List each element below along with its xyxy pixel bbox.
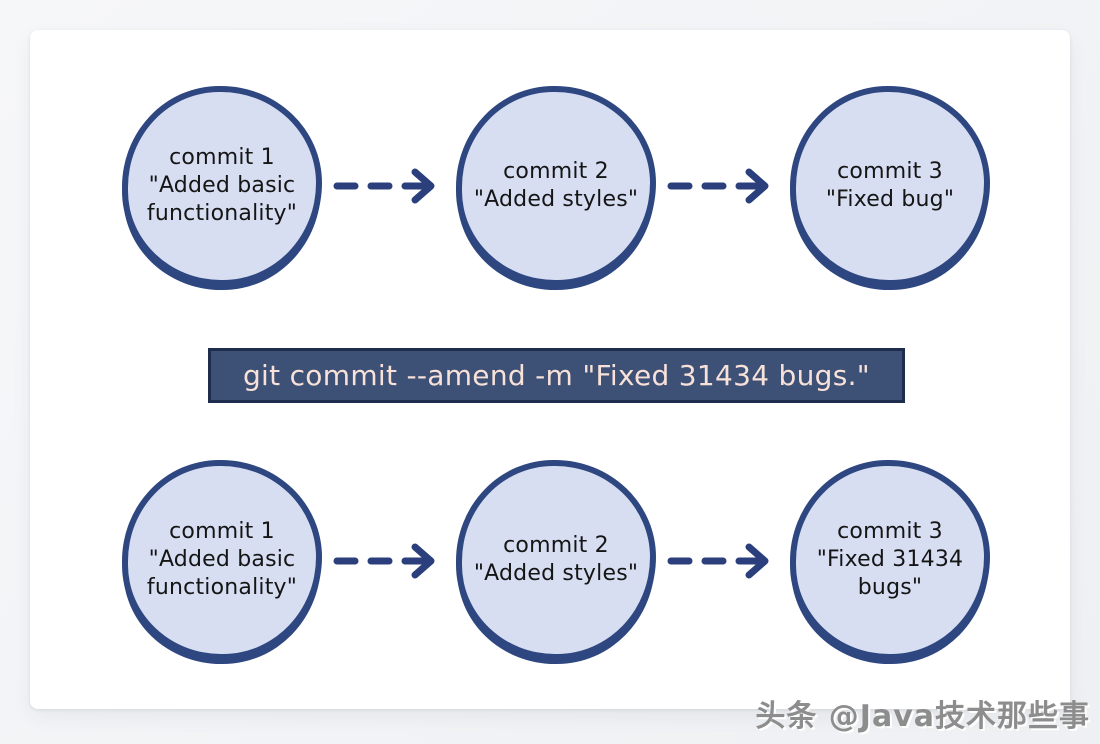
git-command-box: git commit --amend -m "Fixed 31434 bugs.… <box>208 348 905 403</box>
commit-label: commit 2 "Added styles" <box>462 532 650 588</box>
commit-name: commit 1 <box>169 518 275 544</box>
dashed-arrow-icon <box>333 168 435 204</box>
commit-node-after-2: commit 2 "Added styles" <box>456 460 656 660</box>
commit-message: "Added styles" <box>473 187 639 212</box>
commit-message: "Fixed bug" <box>825 187 955 212</box>
commit-name: commit 2 <box>503 158 609 184</box>
commit-node-before-1: commit 1"Added basic functionality" <box>122 86 322 286</box>
commit-message: "Fixed 31434 bugs" <box>816 546 964 601</box>
watermark-text: 头条 @Java技术那些事 <box>755 699 1090 734</box>
commit-name: commit 3 <box>837 518 943 544</box>
commit-label: commit 1"Added basic functionality" <box>128 518 316 602</box>
commit-message: "Added styles" <box>473 561 639 586</box>
commit-name: commit 2 <box>503 532 609 558</box>
commit-node-after-3: commit 3"Fixed 31434 bugs" <box>790 460 990 660</box>
commit-message: "Added basic functionality" <box>146 172 298 227</box>
dashed-arrow-icon <box>667 543 769 579</box>
git-command-text: git commit --amend -m "Fixed 31434 bugs.… <box>242 359 870 392</box>
dashed-arrow-icon <box>667 168 769 204</box>
commit-label: commit 3"Fixed 31434 bugs" <box>796 518 984 602</box>
commit-node-before-2: commit 2 "Added styles" <box>456 86 656 286</box>
commit-label: commit 2 "Added styles" <box>462 158 650 214</box>
commit-message: "Added basic functionality" <box>146 546 298 601</box>
commit-node-before-3: commit 3 "Fixed bug" <box>790 86 990 286</box>
commit-node-after-1: commit 1"Added basic functionality" <box>122 460 322 660</box>
commit-name: commit 1 <box>169 144 275 170</box>
commit-label: commit 1"Added basic functionality" <box>128 144 316 228</box>
diagram-card: commit 1"Added basic functionality" comm… <box>30 30 1070 709</box>
commit-label: commit 3 "Fixed bug" <box>796 158 984 214</box>
dashed-arrow-icon <box>333 543 435 579</box>
commit-name: commit 3 <box>837 158 943 184</box>
